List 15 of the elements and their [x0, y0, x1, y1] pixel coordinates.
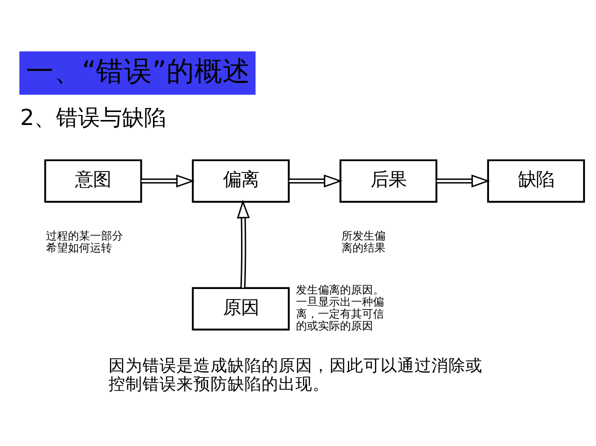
node-box: 意图 [44, 159, 142, 203]
node-box: 缺陷 [487, 159, 585, 203]
diagram-title: 一、“错误”的概述 [26, 54, 250, 88]
node-box: 后果 [340, 159, 438, 203]
arrow [288, 174, 342, 188]
arrow [236, 200, 250, 288]
node-label: 发生偏离的原因。一旦显示出一种偏离，一定有其可信的或实际的原因 [296, 284, 384, 333]
node-box: 原因 [192, 287, 290, 330]
node-label: 过程的某一部分希望如何运转 [46, 230, 124, 255]
label: 2、错误与缺陷 [20, 104, 166, 131]
node-box: 偏离 [192, 159, 290, 203]
arrow [141, 174, 195, 188]
node-label: 所发生偏离的结果 [341, 230, 386, 255]
arrow [436, 174, 490, 188]
caption: 因为错误是造成缺陷的原因，因此可以通过消除或控制错误来预防缺陷的出现。 [108, 356, 482, 394]
